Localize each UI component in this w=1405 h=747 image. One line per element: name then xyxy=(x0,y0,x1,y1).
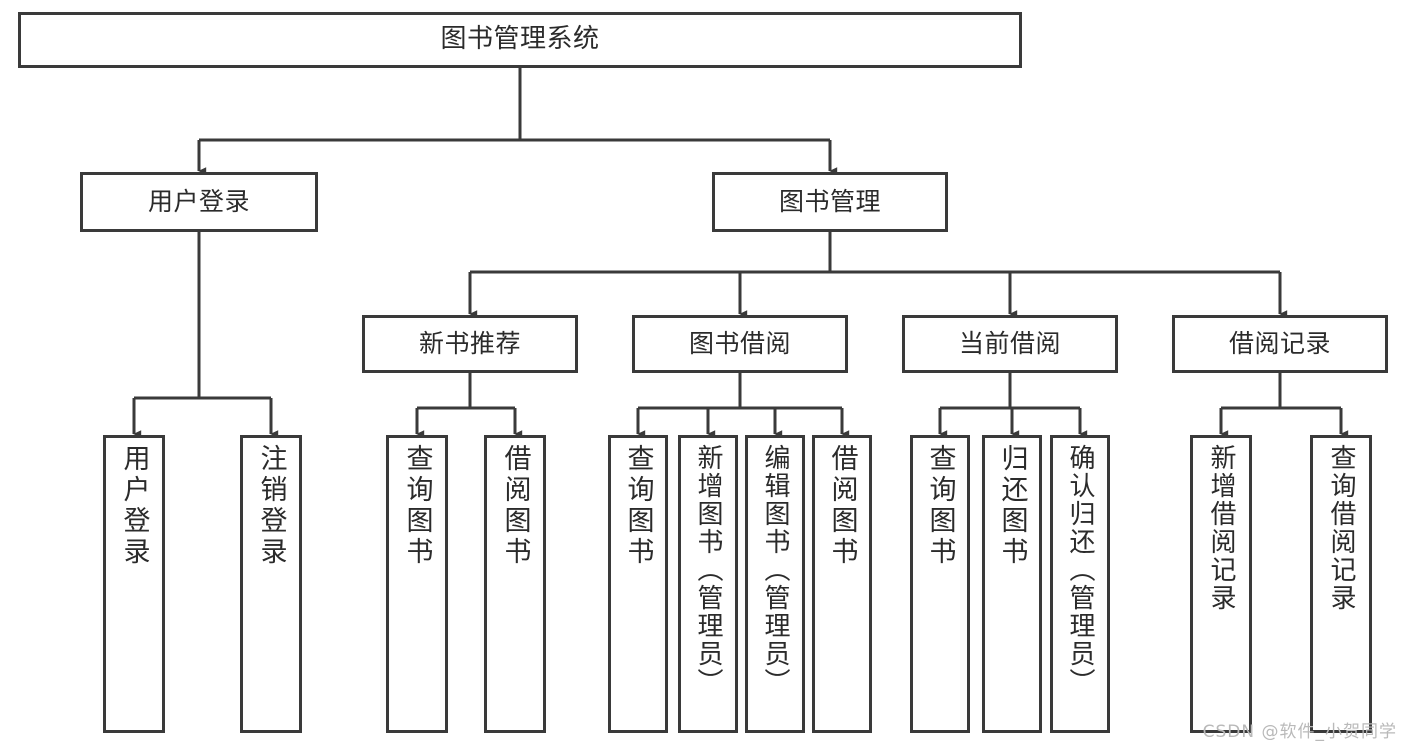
node-leaf-add-record[interactable]: 新增借阅记录 xyxy=(1190,435,1252,733)
node-label: 图书借阅 xyxy=(688,328,791,358)
node-label: 查询借阅记录 xyxy=(1326,444,1356,612)
node-label: 用户登录 xyxy=(147,186,250,216)
node-label: 借阅图书 xyxy=(499,444,531,568)
node-label: 当前借阅 xyxy=(958,328,1061,358)
node-leaf-query-record[interactable]: 查询借阅记录 xyxy=(1310,435,1372,733)
node-root[interactable]: 图书管理系统 xyxy=(18,12,1022,68)
node-borrow[interactable]: 图书借阅 xyxy=(632,315,848,373)
node-label: 借阅记录 xyxy=(1228,328,1331,358)
node-label: 注销登录 xyxy=(255,444,287,568)
node-label: 确认归还（管理员） xyxy=(1065,444,1095,696)
node-label: 新增借阅记录 xyxy=(1206,444,1236,612)
node-records[interactable]: 借阅记录 xyxy=(1172,315,1388,373)
node-login[interactable]: 用户登录 xyxy=(80,172,318,232)
node-leaf-query-book-2[interactable]: 查询图书 xyxy=(608,435,668,733)
node-leaf-query-book-3[interactable]: 查询图书 xyxy=(910,435,970,733)
node-label: 图书管理系统 xyxy=(440,24,600,55)
node-leaf-return-book[interactable]: 归还图书 xyxy=(982,435,1042,733)
node-current[interactable]: 当前借阅 xyxy=(902,315,1118,373)
node-leaf-query-book-1[interactable]: 查询图书 xyxy=(386,435,448,733)
node-newbook[interactable]: 新书推荐 xyxy=(362,315,578,373)
node-bookmgmt[interactable]: 图书管理 xyxy=(712,172,948,232)
node-label: 编辑图书（管理员） xyxy=(760,444,790,696)
node-label: 用户登录 xyxy=(118,444,150,568)
node-label: 查询图书 xyxy=(401,444,433,568)
node-label: 新书推荐 xyxy=(418,328,521,358)
node-label: 查询图书 xyxy=(622,444,654,568)
node-leaf-borrow-book-2[interactable]: 借阅图书 xyxy=(812,435,872,733)
node-label: 归还图书 xyxy=(996,444,1028,568)
node-label: 借阅图书 xyxy=(826,444,858,568)
node-leaf-borrow-book-1[interactable]: 借阅图书 xyxy=(484,435,546,733)
node-leaf-user-login[interactable]: 用户登录 xyxy=(103,435,165,733)
node-label: 新增图书（管理员） xyxy=(693,444,723,696)
node-leaf-user-logout[interactable]: 注销登录 xyxy=(240,435,302,733)
watermark-label: CSDN @软件_小贺同学 xyxy=(1202,722,1397,742)
node-label: 查询图书 xyxy=(924,444,956,568)
node-label: 图书管理 xyxy=(778,186,881,216)
node-leaf-add-book[interactable]: 新增图书（管理员） xyxy=(678,435,738,733)
node-leaf-confirm-return[interactable]: 确认归还（管理员） xyxy=(1050,435,1110,733)
node-leaf-edit-book[interactable]: 编辑图书（管理员） xyxy=(745,435,805,733)
